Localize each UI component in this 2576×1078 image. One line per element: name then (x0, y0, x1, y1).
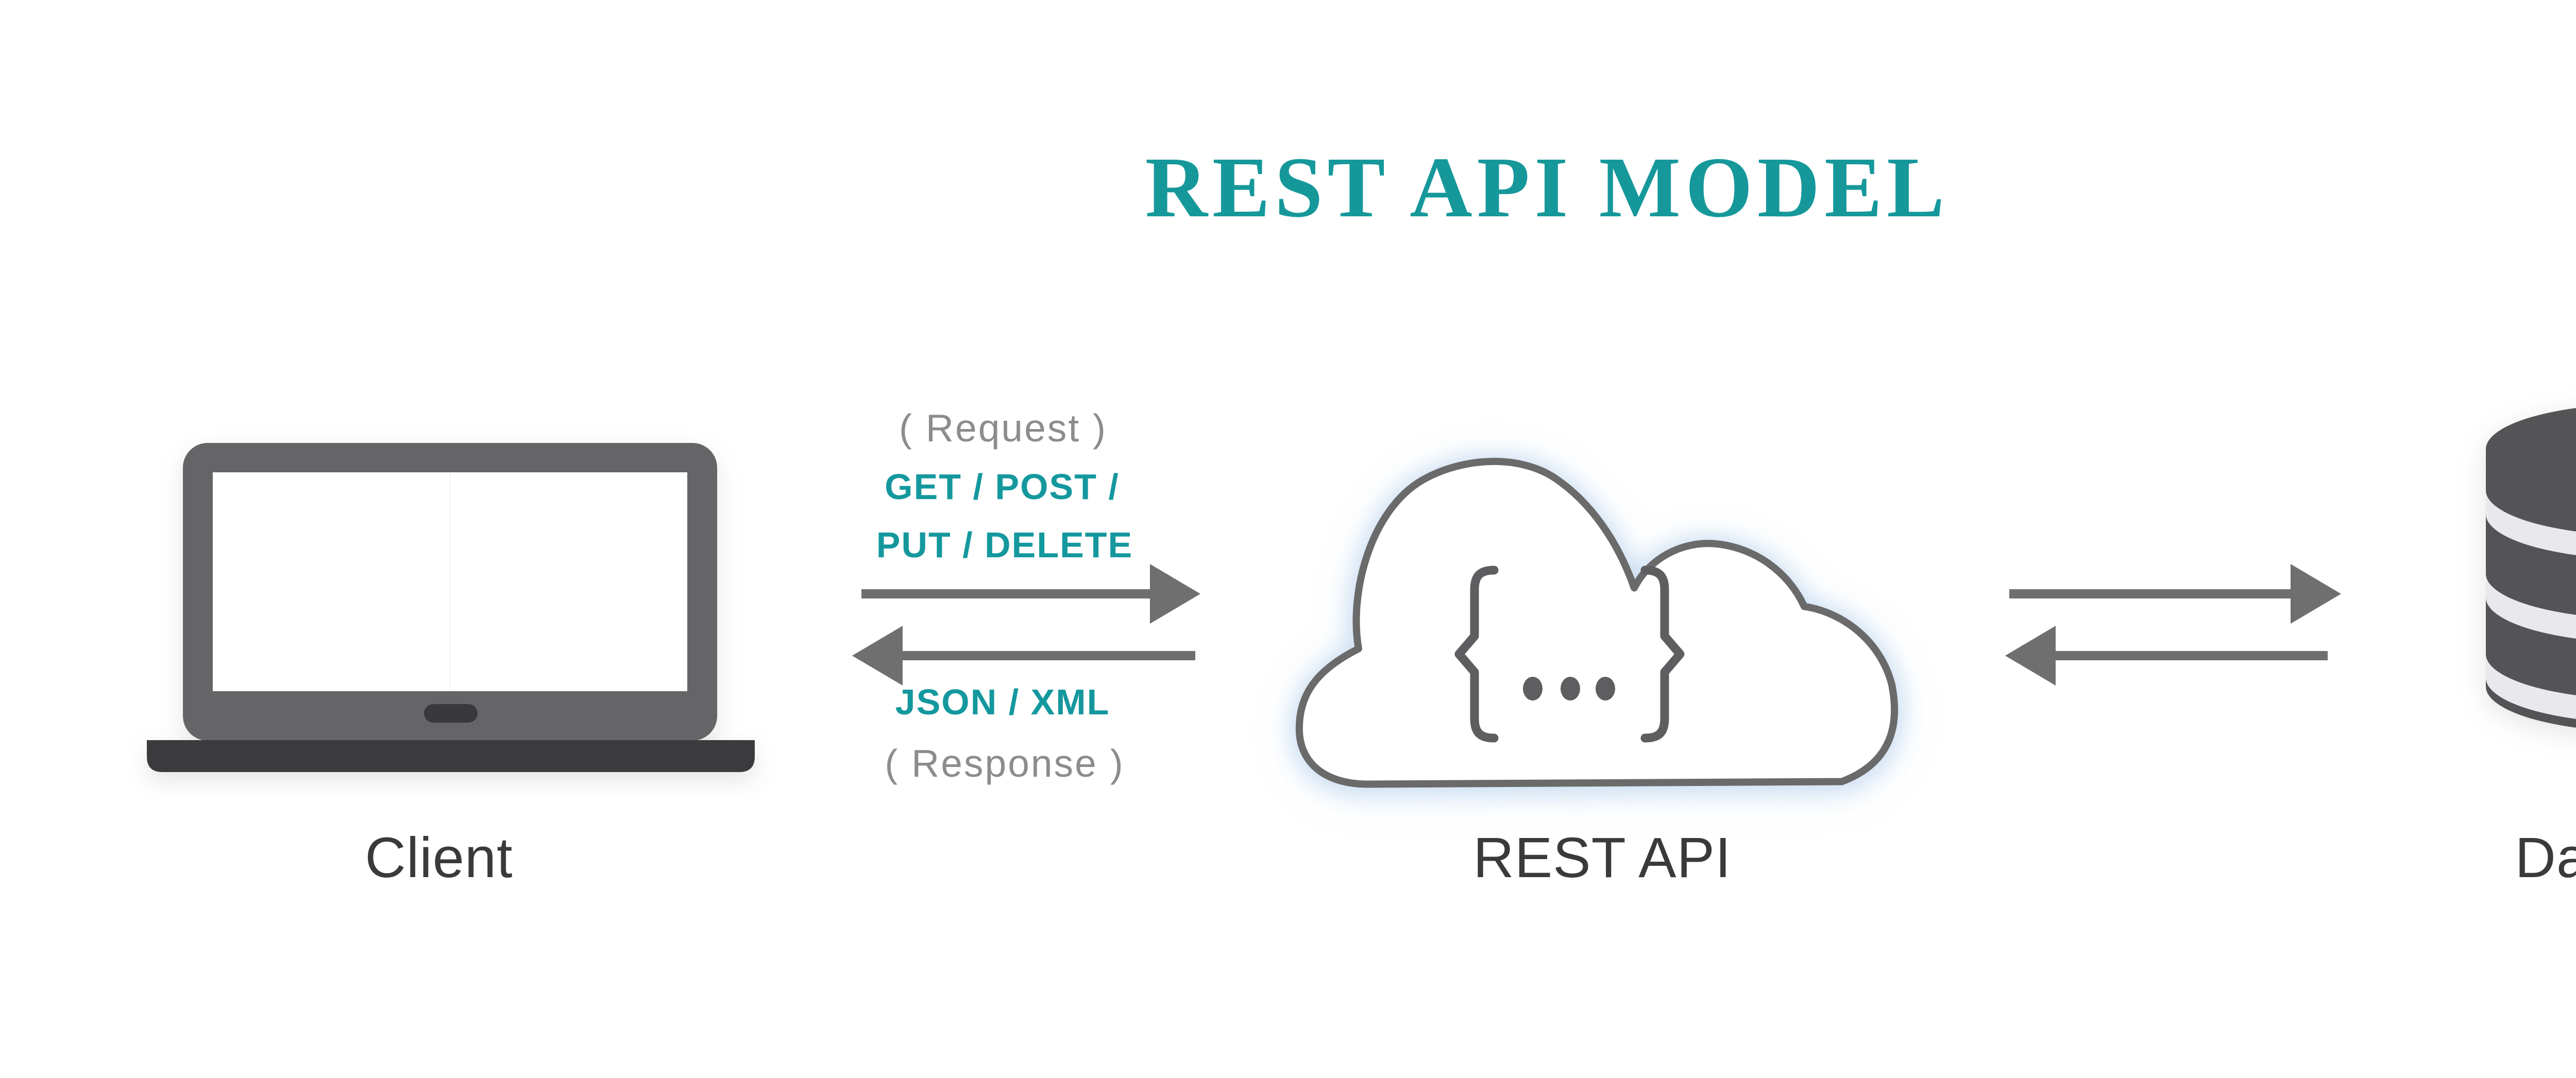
client-label: Client (365, 826, 513, 889)
database-label: Database (2515, 826, 2576, 889)
response-annotation: ( Response ) (885, 742, 1125, 785)
code-braces-icon (1454, 566, 1685, 743)
request-methods-line2: PUT / DELETE (876, 525, 1133, 565)
request-arrow-right-icon (861, 564, 1200, 624)
laptop-icon (147, 443, 755, 772)
response-formats: JSON / XML (895, 682, 1110, 722)
cloud-icon (1295, 457, 1899, 788)
request-methods-line1: GET / POST / (885, 467, 1120, 507)
response-arrow-left-icon (852, 626, 1195, 686)
database-cylinder-icon (2486, 408, 2576, 728)
page-title: REST API MODEL (1145, 140, 1950, 235)
db-response-arrow-left-icon (2005, 626, 2328, 686)
ellipsis-dots-icon (1523, 677, 1615, 700)
request-annotation: ( Request ) (899, 406, 1107, 450)
api-label: REST API (1473, 826, 1732, 889)
db-request-arrow-right-icon (2009, 564, 2341, 624)
